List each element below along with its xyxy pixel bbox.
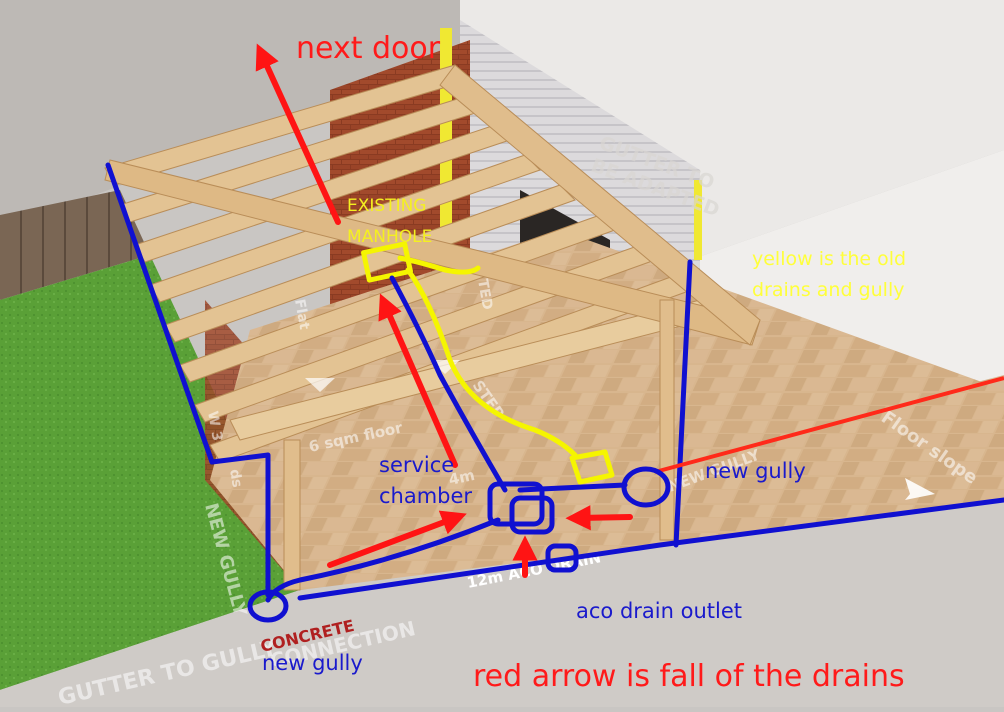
annotation-service-chamber-1: service: [379, 453, 454, 477]
new-gully-right-marker: [621, 466, 671, 508]
old-drains: [361, 241, 615, 485]
new-drain-branch: [517, 482, 628, 493]
red-edge-line: [654, 376, 1004, 474]
fall-arrows: [255, 43, 633, 578]
annotation-existing-manhole-2: MANHOLE: [347, 227, 432, 247]
annotation-service-chamber-2: chamber: [379, 484, 472, 508]
annotations: next door EXISTING MANHOLE yellow is the…: [262, 31, 906, 694]
aco-outlet-marker: [545, 543, 579, 573]
new-drain-left: [265, 517, 501, 603]
old-drain-run: [405, 267, 578, 458]
aco-drain-line: [297, 497, 1004, 601]
annotation-new-gully-right: new gully: [705, 459, 806, 483]
label-ws: W 3: [204, 410, 225, 442]
fence: [0, 190, 150, 300]
new-drain-main: [389, 275, 508, 493]
label-ted: TED: [474, 278, 495, 311]
new-gully-left-marker: [247, 589, 289, 623]
service-chamber-box: [487, 481, 545, 527]
gutter-lines: [105, 162, 1004, 601]
label-flat: Flat: [291, 298, 312, 331]
annotation-old-drains-1: yellow is the old: [752, 248, 906, 270]
arrow-fall-left: [327, 510, 467, 568]
old-gully: [569, 449, 615, 485]
arrow-next-door: [255, 43, 341, 225]
lawn: [0, 255, 300, 690]
arrow-fall-right: [565, 505, 633, 531]
gutter-line-left: [105, 162, 271, 598]
annotation-new-gully-left: new gully: [262, 651, 363, 675]
gutter-line-right: [673, 259, 693, 548]
new-drains: [247, 275, 671, 623]
label-ds: ds: [226, 468, 245, 489]
annotation-red-arrow-legend: red arrow is fall of the drains: [473, 659, 905, 694]
label-width: 4m: [447, 466, 476, 489]
old-branch: [397, 255, 481, 275]
annotation-existing-manhole-1: EXISTING: [347, 196, 426, 216]
arrow-fall-up: [378, 293, 458, 468]
annotation-old-drains-2: drains and gully: [752, 279, 904, 301]
ground-concrete: [0, 500, 1004, 707]
annotation-aco-drain-outlet: aco drain outlet: [576, 599, 742, 623]
annotation-next-door: next door: [296, 31, 441, 66]
